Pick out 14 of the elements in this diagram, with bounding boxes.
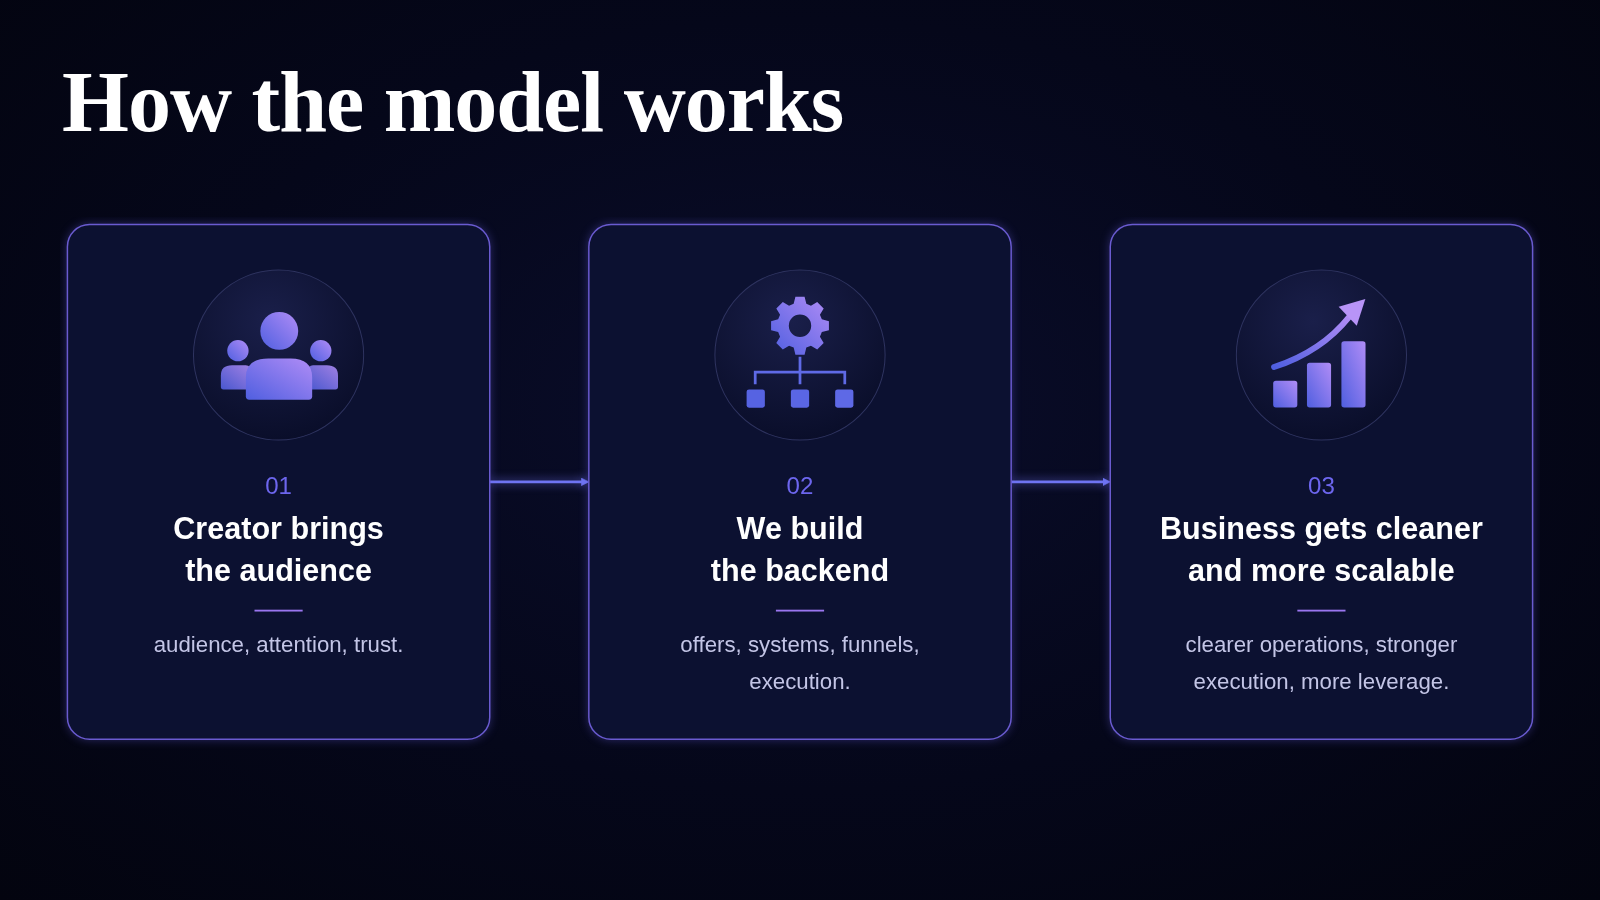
step-number: 01 bbox=[265, 470, 292, 502]
step-number: 02 bbox=[786, 470, 814, 502]
step-number: 03 bbox=[1308, 470, 1335, 502]
node-box bbox=[1109, 223, 1534, 741]
title: How the model works bbox=[62, 53, 844, 152]
step-description: audience, attention, trust. bbox=[152, 630, 405, 659]
node-box bbox=[588, 223, 1012, 741]
node-box bbox=[66, 223, 491, 741]
step-description: clearer operations, stronger execution, more leverage. bbox=[1184, 630, 1459, 696]
step-heading: Business gets cleaner and more scalable bbox=[1159, 510, 1484, 590]
step-description: offers, systems, funnels, execution. bbox=[679, 630, 921, 696]
arrow bbox=[1011, 477, 1111, 486]
step-heading: Creator brings the audience bbox=[172, 510, 385, 590]
step-heading: We build the backend bbox=[709, 510, 891, 590]
